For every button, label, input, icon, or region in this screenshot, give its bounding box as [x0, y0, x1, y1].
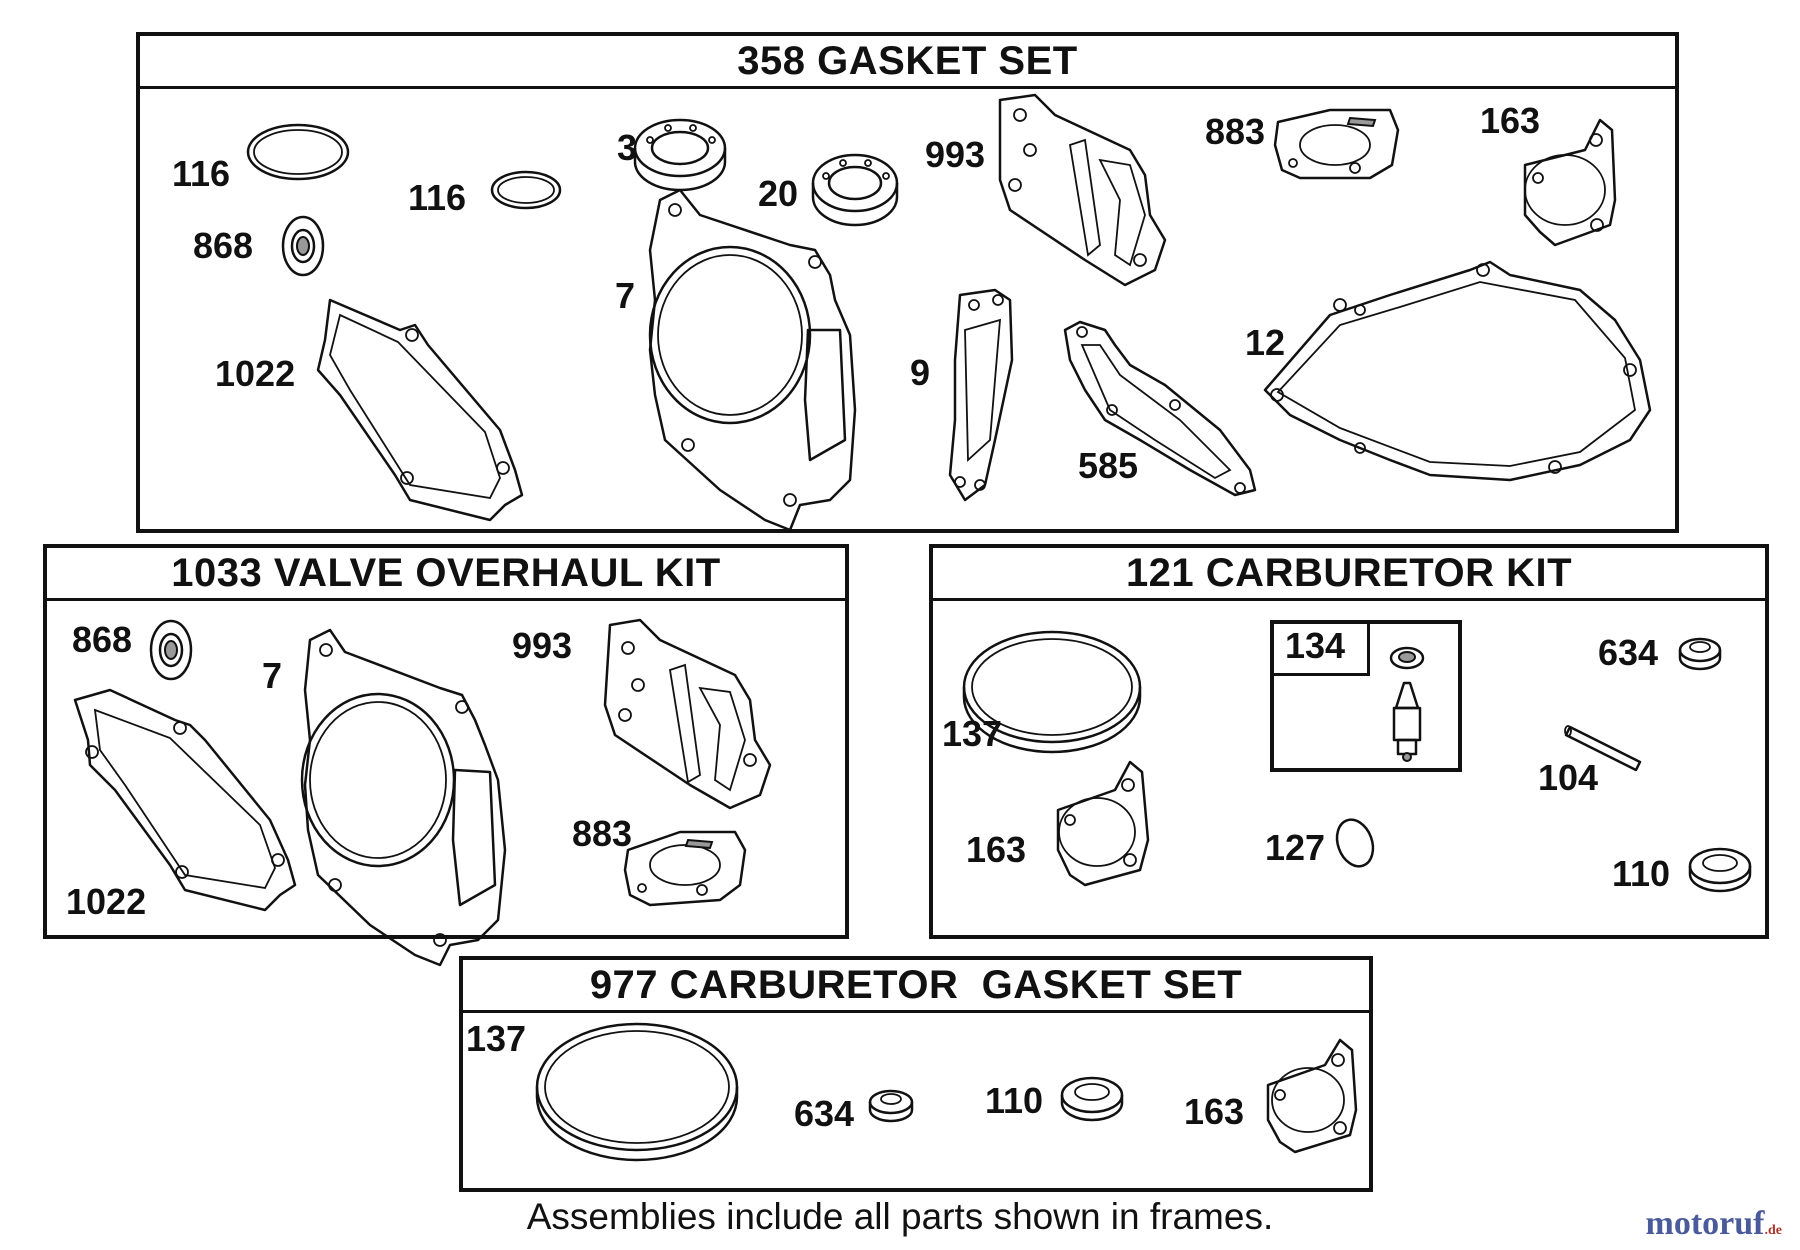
part-label-7-kit: 7	[262, 655, 283, 696]
oil-seal-20	[811, 153, 899, 227]
carb-gasket-163-kit	[1056, 760, 1150, 887]
needle-valve-subbox-tag	[1274, 624, 1370, 676]
float-bowl-gasket-137-set	[535, 1022, 739, 1162]
part-label-137-set: 137	[466, 1018, 527, 1059]
part-label-163-kit: 163	[966, 829, 1027, 870]
part-label-116-b: 116	[408, 177, 467, 218]
gasket-set-title: 358 GASKET SET	[140, 36, 1675, 89]
part-label-110-set: 110	[985, 1080, 1044, 1121]
carburetor-gasket-set-title: 977 CARBURETOR GASKET SET	[463, 960, 1369, 1013]
part-label-110-kit: 110	[1612, 853, 1671, 894]
part-label-163-set: 163	[1184, 1091, 1245, 1132]
needle-valve-subbox	[1270, 620, 1462, 772]
part-label-116-a: 116	[172, 153, 231, 194]
pin-104	[1564, 725, 1642, 772]
o-ring-116-small	[490, 170, 562, 210]
washer-110-set	[1060, 1076, 1124, 1122]
part-label-163: 163	[1480, 100, 1541, 141]
part-label-634-kit: 634	[1598, 632, 1659, 673]
crankcase-gasket-12	[1263, 260, 1652, 482]
part-label-883-kit: 883	[572, 813, 633, 854]
gasket-993-kit	[603, 618, 772, 810]
part-label-3: 3	[617, 127, 638, 168]
part-label-7: 7	[615, 275, 636, 316]
part-label-1022: 1022	[215, 353, 296, 394]
gasket-993	[998, 93, 1167, 287]
part-label-134: 134	[1285, 625, 1346, 666]
part-label-993: 993	[925, 134, 986, 175]
float-bowl-gasket-137	[962, 630, 1142, 754]
head-gasket-7-kit	[300, 628, 507, 967]
watermark-logo: motoruf.de	[1646, 1205, 1782, 1243]
o-ring-116-large	[246, 123, 350, 181]
carb-gasket-163	[1523, 118, 1617, 247]
gasket-9	[948, 288, 1014, 502]
carb-gasket-163-set	[1266, 1038, 1358, 1154]
washer-634	[1678, 637, 1722, 671]
part-label-12: 12	[1245, 322, 1286, 363]
gasket-set-frame: 358 GASKET SET	[136, 32, 1679, 533]
part-label-127: 127	[1265, 827, 1326, 868]
valve-overhaul-kit-title: 1033 VALVE OVERHAUL KIT	[47, 548, 845, 601]
part-label-868: 868	[193, 225, 254, 266]
part-label-585: 585	[1078, 445, 1139, 486]
gasket-1022	[316, 298, 524, 522]
welch-plug-127	[1335, 818, 1375, 868]
intake-gasket-883	[1273, 108, 1400, 180]
gasket-1022-kit	[73, 688, 297, 912]
gasket-585	[1063, 320, 1257, 497]
washer-110	[1688, 847, 1752, 893]
part-label-1022-kit: 1022	[66, 881, 147, 922]
part-label-634-set: 634	[794, 1093, 855, 1134]
assemblies-footnote: Assemblies include all parts shown in fr…	[526, 1196, 1274, 1237]
valve-seal-868	[281, 215, 325, 277]
carburetor-kit-title: 121 CARBURETOR KIT	[933, 548, 1765, 601]
part-label-104: 104	[1538, 757, 1599, 798]
part-label-993-kit: 993	[512, 625, 573, 666]
part-label-20: 20	[758, 173, 799, 214]
carburetor-gasket-set-frame: 977 CARBURETOR GASKET SET	[459, 956, 1373, 1192]
watermark-suffix: .de	[1764, 1223, 1783, 1238]
part-label-9: 9	[910, 352, 931, 393]
needle-seat-134	[1389, 646, 1425, 762]
oil-seal-3	[633, 118, 727, 192]
washer-634-set	[868, 1089, 914, 1123]
watermark-name: motoruf	[1645, 1205, 1765, 1242]
valve-seal-868-kit	[149, 619, 193, 681]
part-label-868-kit: 868	[72, 619, 133, 660]
head-gasket-7	[648, 188, 857, 532]
part-label-137-kit: 137	[942, 713, 1003, 754]
intake-gasket-883-kit	[623, 830, 747, 907]
part-label-883: 883	[1205, 111, 1266, 152]
